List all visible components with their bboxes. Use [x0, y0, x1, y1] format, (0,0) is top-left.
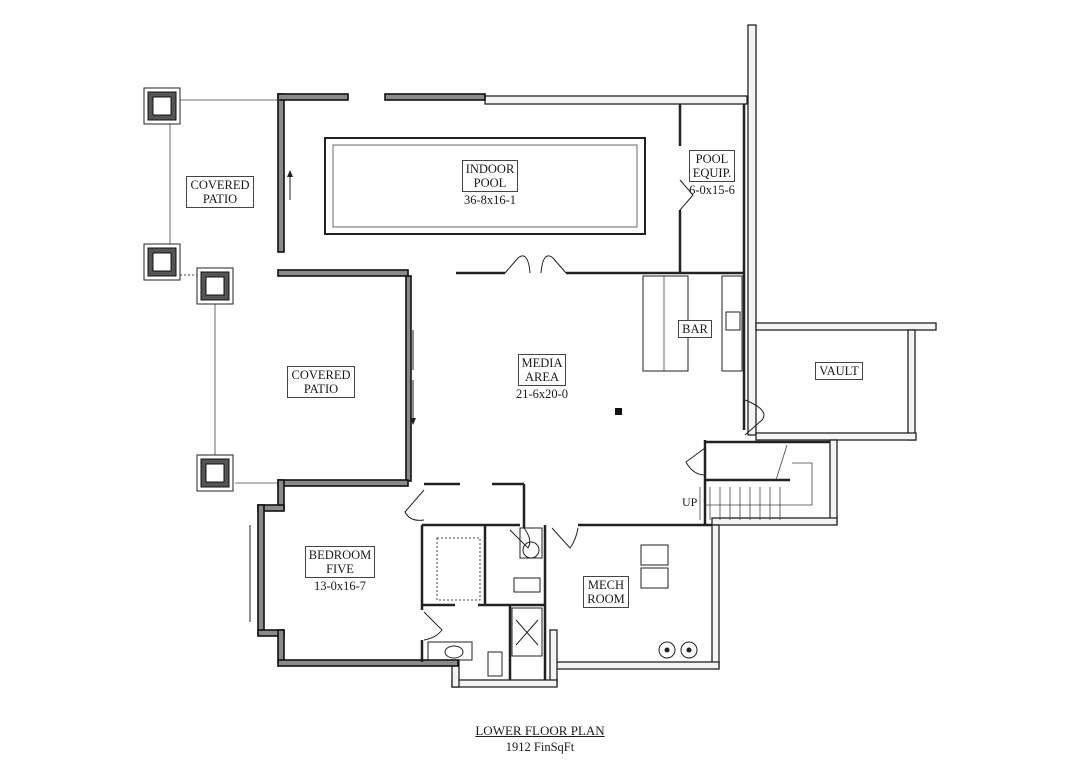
interior-walls — [249, 93, 830, 680]
staircase — [699, 444, 813, 520]
room-label-bar: BAR — [672, 320, 718, 338]
bedroom-five-dimensions: 13-0x16-7 — [313, 579, 367, 593]
plan-area: 1912 FinSqFt — [505, 740, 575, 754]
plan-title: LOWER FLOOR PLAN — [475, 723, 605, 738]
stairs-up-label: UP — [682, 495, 698, 509]
indoor-pool-dimensions: 36-8x16-1 — [463, 193, 517, 207]
media-area-dimensions: 21-6x20-0 — [515, 387, 569, 401]
plan-title-block: LOWER FLOOR PLAN 1912 FinSqFt — [440, 723, 640, 755]
patio-columns — [143, 87, 280, 492]
room-label-vault: VAULT — [806, 362, 872, 380]
pool-equip-dimensions: 6-0x15-6 — [689, 183, 735, 197]
foundation-walls — [451, 24, 937, 688]
